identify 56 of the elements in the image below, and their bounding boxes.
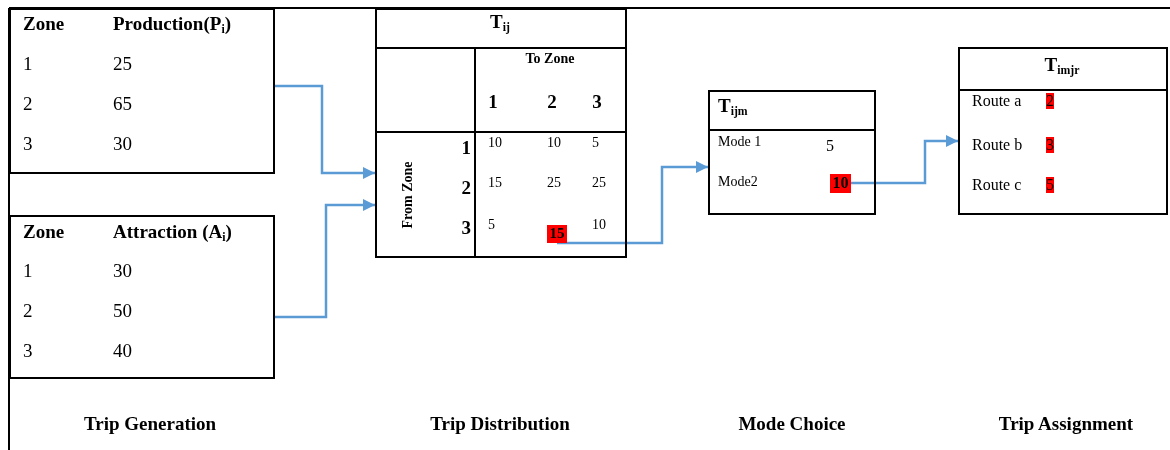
table-text: 5 — [488, 218, 495, 232]
table-text: 3 — [23, 134, 33, 153]
table-text: 2 — [23, 94, 33, 113]
table-text: 25 — [547, 176, 561, 190]
matrix-table — [375, 8, 627, 258]
table-text: 3 — [461, 218, 471, 237]
table-text: 1 — [461, 138, 471, 157]
table-title: Zone — [23, 222, 65, 241]
table-text: 25 — [113, 54, 132, 73]
table-text: 10 — [832, 175, 849, 191]
table-text: 10 — [592, 218, 606, 232]
data-table — [958, 47, 1168, 215]
data-table — [708, 90, 876, 215]
table-text: 15 — [488, 176, 502, 190]
table-text: Mode 1 — [718, 135, 762, 149]
table-text: 2 — [547, 92, 557, 111]
data-table — [9, 215, 275, 379]
arrow — [851, 134, 958, 185]
table-text: Production(P$_{i}$) — [113, 14, 231, 33]
table-text: 2 — [1046, 93, 1054, 109]
table-text: Attraction (A$_{i}$) — [113, 222, 232, 241]
table-text: 3 — [592, 92, 602, 111]
arrow — [275, 198, 375, 319]
table-text: 50 — [113, 301, 132, 320]
table-text: 3 — [1046, 137, 1054, 153]
table-text: 1 — [488, 92, 498, 111]
table-text: 25 — [592, 176, 606, 190]
arrow — [557, 160, 708, 245]
table-text: 40 — [113, 341, 132, 360]
stage-label: Trip Generation — [83, 414, 217, 433]
stage-label: Trip Distribution — [430, 414, 570, 433]
table-text: 2 — [23, 301, 33, 320]
table-text: 30 — [113, 261, 132, 280]
arrow — [275, 84, 375, 180]
table-text: 1 — [23, 261, 33, 280]
stage-label: Mode Choice — [738, 414, 846, 433]
table-text: 5 — [1046, 177, 1054, 193]
table-text: 10 — [488, 136, 502, 150]
table-title: Zone — [23, 14, 65, 33]
table-text: 5 — [592, 136, 599, 150]
table-text: 5 — [826, 138, 834, 154]
table-text: 10 — [547, 136, 561, 150]
data-table — [9, 8, 275, 174]
table-text: To Zone — [525, 52, 575, 66]
table-text: 3 — [23, 341, 33, 360]
table-text: Mode2 — [718, 175, 758, 189]
table-text: 1 — [23, 54, 33, 73]
table-text: 65 — [113, 94, 132, 113]
table-text: 30 — [113, 134, 132, 153]
table-text: 15 — [549, 226, 565, 241]
axis-heading: From Zone — [401, 161, 415, 229]
table-text: Route c — [972, 177, 1022, 193]
table-text: Route a — [972, 93, 1022, 109]
stage-label: Trip Assignment — [998, 414, 1134, 433]
table-text: 2 — [461, 178, 471, 197]
table-text: Route b — [972, 137, 1023, 153]
